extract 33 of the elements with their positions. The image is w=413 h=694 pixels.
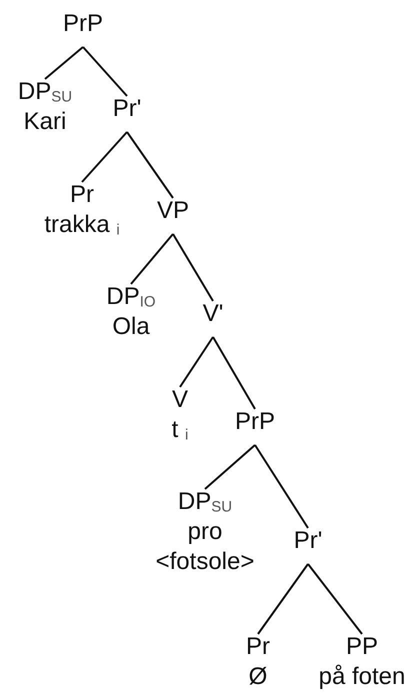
word-label: trakka $_{i}$ [44, 210, 120, 240]
word-label: <fotsole> [156, 547, 254, 577]
tree-branch [307, 563, 363, 635]
tree-branch [212, 336, 256, 410]
category-label: Pr [246, 632, 270, 662]
tree-branch [44, 46, 84, 80]
category-label: PP [346, 632, 378, 662]
word-label: t $_{i}$ [172, 415, 188, 445]
tree-branch [179, 336, 214, 388]
tree-branch [130, 233, 174, 285]
tree-branch [172, 233, 214, 302]
category-label: V [172, 385, 188, 415]
tree-branch [82, 46, 128, 97]
tree-branch [81, 131, 128, 183]
word-label: på foten [318, 662, 406, 692]
word-label: Ø [248, 662, 268, 692]
category-label: DP$_{SU}$ [178, 487, 232, 517]
category-label: Pr' [112, 94, 142, 124]
word-label: Kari [24, 107, 66, 137]
tree-branch [204, 444, 256, 490]
tree-branch [257, 563, 309, 635]
category-label: Pr [70, 180, 94, 210]
category-label: DP$_{SU}$ [18, 77, 72, 107]
word-label: Ola [112, 312, 150, 342]
word-label: pro [188, 517, 222, 547]
category-label: PrP [63, 9, 103, 39]
tree-branch [126, 131, 174, 199]
category-label: Pr' [294, 526, 322, 556]
category-label: DP$_{IO}$ [106, 282, 156, 312]
category-label: PrP [235, 407, 275, 437]
category-label: VP [157, 196, 189, 226]
tree-branch [254, 444, 309, 529]
category-label: V' [202, 299, 224, 329]
